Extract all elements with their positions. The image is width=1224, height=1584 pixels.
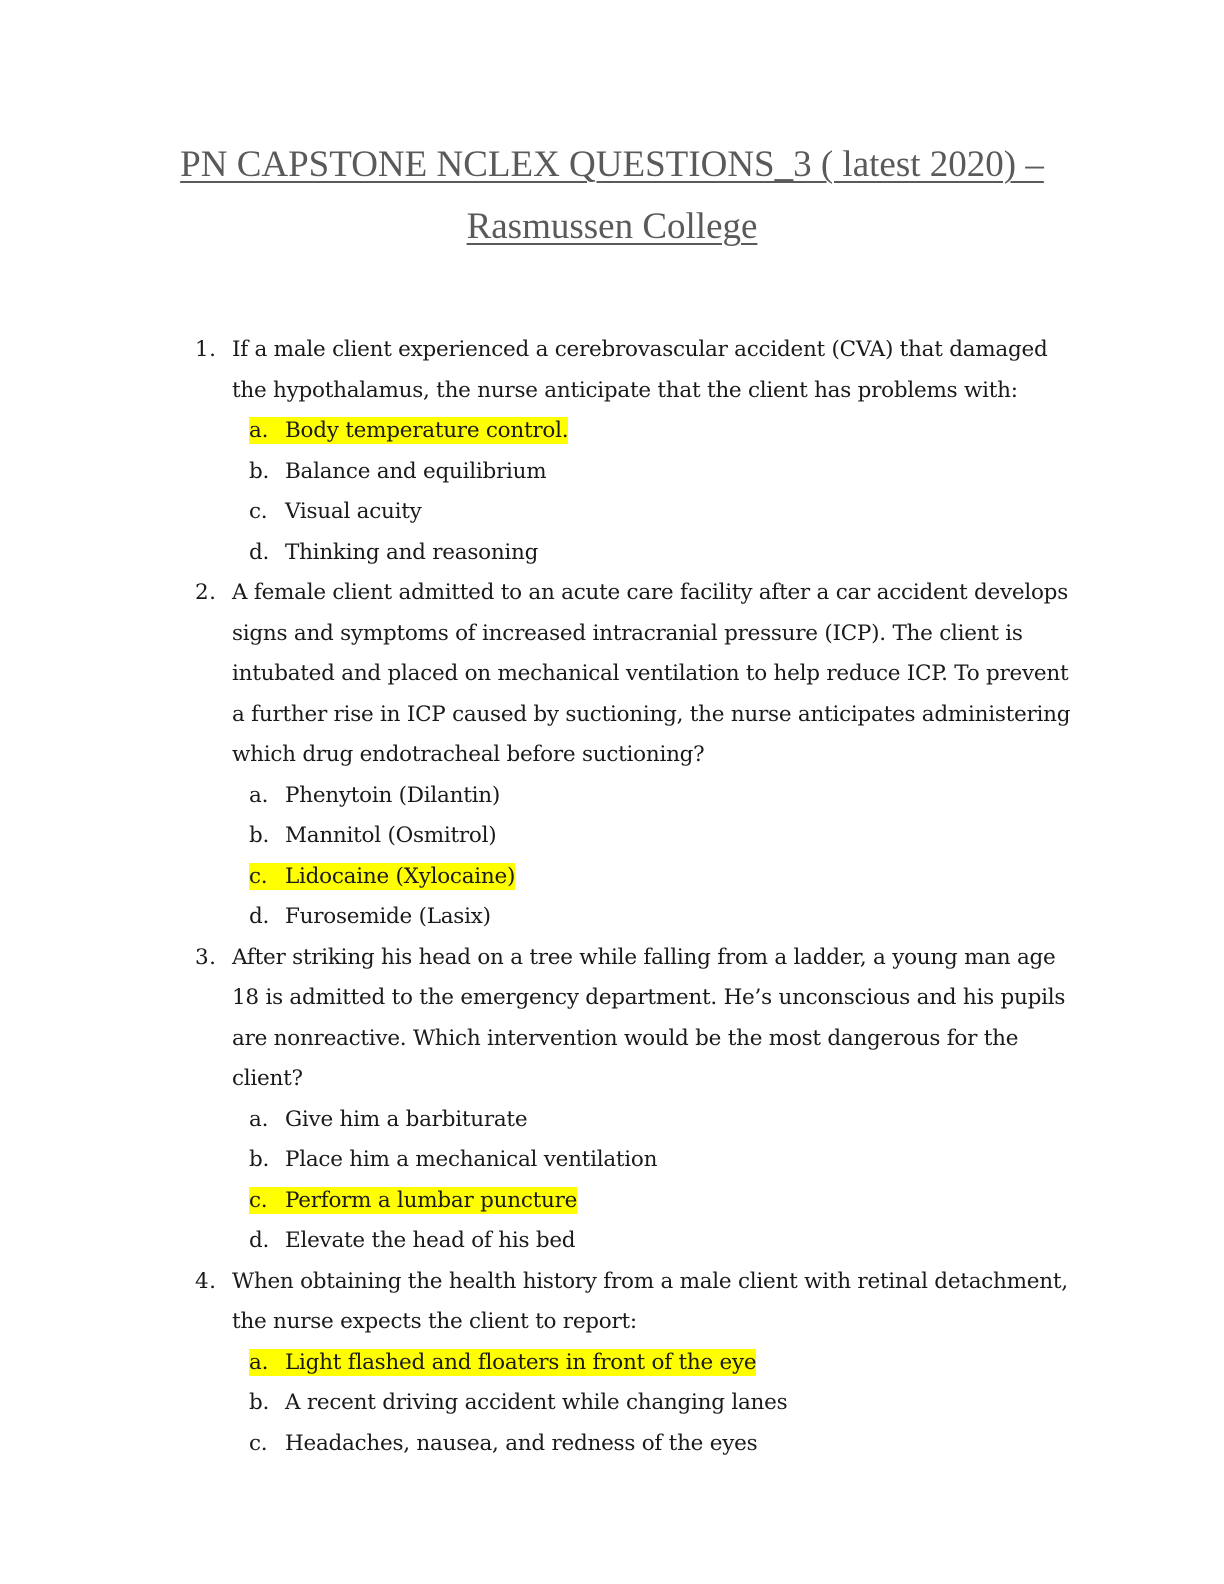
option-letter: a. xyxy=(249,418,269,443)
option-letter: c. xyxy=(249,863,268,889)
option-letter: b. xyxy=(249,823,270,848)
option-mark: d. Furosemide (Lasix) xyxy=(249,897,491,938)
document-title: PN CAPSTONE NCLEX QUESTIONS_3 ( latest 2… xyxy=(0,134,1224,258)
option-text: Give him a barbiturate xyxy=(285,1106,528,1132)
answer-options: a. Light flashed and floaters in front of… xyxy=(0,1343,1224,1465)
question-item: 1. If a male client experienced a cerebro… xyxy=(0,330,1224,573)
option-letter: b. xyxy=(249,1147,270,1172)
answer-option: b. Mannitol (Osmitrol) xyxy=(0,816,1224,857)
option-text: Visual acuity xyxy=(285,499,422,524)
title-line-2: Rasmussen College xyxy=(466,206,758,247)
answer-option: a. Give him a barbiturate xyxy=(0,1100,1224,1141)
answer-option: b. Place him a mechanical ventilation xyxy=(0,1140,1224,1181)
answer-option: d. Elevate the head of his bed xyxy=(0,1221,1224,1262)
question-text: When obtaining the health history from a… xyxy=(232,1268,1068,1335)
option-mark: d. Elevate the head of his bed xyxy=(249,1221,576,1262)
question-text: After striking his head on a tree while … xyxy=(232,944,1066,1092)
option-letter: a. xyxy=(249,1349,269,1375)
option-text: Place him a mechanical ventilation xyxy=(285,1147,658,1172)
option-mark: c. Visual acuity xyxy=(249,492,422,533)
option-mark: a. Give him a barbiturate xyxy=(249,1100,528,1141)
option-text: Headaches, nausea, and redness of the ey… xyxy=(285,1430,758,1456)
option-letter: c. xyxy=(249,1187,268,1213)
answer-option: c. Visual acuity xyxy=(0,492,1224,533)
question-item: 2. A female client admitted to an acute c… xyxy=(0,573,1224,938)
answer-options: a. Phenytoin (Dilantin) b. Mannitol (Osmitr… xyxy=(0,776,1224,938)
option-text: Elevate the head of his bed xyxy=(285,1228,576,1253)
option-text: Mannitol (Osmitrol) xyxy=(285,823,497,848)
option-mark: c. Perform a lumbar puncture xyxy=(249,1186,578,1214)
option-mark: b. Mannitol (Osmitrol) xyxy=(249,816,497,857)
option-mark: a. Phenytoin (Dilantin) xyxy=(249,776,500,817)
option-mark: c. Headaches, nausea, and redness of the … xyxy=(249,1424,758,1465)
answer-option: c. Headaches, nausea, and redness of the … xyxy=(0,1424,1224,1465)
option-text: Lidocaine (Xylocaine) xyxy=(285,863,516,889)
option-text: Perform a lumbar puncture xyxy=(285,1187,578,1213)
option-text: Balance and equilibrium xyxy=(285,458,547,484)
option-text: Thinking and reasoning xyxy=(285,539,539,565)
answer-option: d. Thinking and reasoning xyxy=(0,533,1224,574)
option-mark: a. Light flashed and floaters in front of… xyxy=(249,1348,757,1376)
option-letter: a. xyxy=(249,782,269,808)
question-number: 3. xyxy=(195,944,217,970)
option-text: Body temperature control. xyxy=(285,418,569,443)
question-number: 4. xyxy=(195,1268,217,1294)
option-letter: d. xyxy=(249,539,270,565)
answer-option-highlighted: c. Lidocaine (Xylocaine) xyxy=(0,857,1224,898)
answer-option-highlighted: c. Perform a lumbar puncture xyxy=(0,1181,1224,1222)
answer-option: d. Furosemide (Lasix) xyxy=(0,897,1224,938)
option-text: Light flashed and floaters in front of t… xyxy=(285,1349,757,1375)
option-mark: b. A recent driving accident while changi… xyxy=(249,1383,788,1424)
title-line-1: PN CAPSTONE NCLEX QUESTIONS_3 ( latest 2… xyxy=(180,144,1044,185)
option-mark: c. Lidocaine (Xylocaine) xyxy=(249,862,516,890)
question-text: A female client admitted to an acute car… xyxy=(232,580,1071,767)
answer-option-highlighted: a. Body temperature control. xyxy=(0,411,1224,452)
answer-option: b. Balance and equilibrium xyxy=(0,452,1224,493)
option-text: Phenytoin (Dilantin) xyxy=(285,782,500,808)
option-letter: c. xyxy=(249,1430,268,1456)
option-letter: b. xyxy=(249,1390,270,1415)
answer-option: a. Phenytoin (Dilantin) xyxy=(0,776,1224,817)
option-mark: d. Thinking and reasoning xyxy=(249,533,538,574)
option-letter: a. xyxy=(249,1106,269,1132)
option-mark: b. Balance and equilibrium xyxy=(249,452,547,493)
question-list: 1. If a male client experienced a cerebro… xyxy=(0,330,1224,1464)
option-letter: c. xyxy=(249,499,268,524)
option-text: Furosemide (Lasix) xyxy=(285,904,491,929)
option-letter: b. xyxy=(249,458,270,484)
question-item: 4. When obtaining the health history from… xyxy=(0,1262,1224,1465)
question-item: 3. After striking his head on a tree whil… xyxy=(0,938,1224,1262)
question-number: 1. xyxy=(195,337,217,362)
question-text: If a male client experienced a cerebrova… xyxy=(232,337,1048,403)
answer-option: b. A recent driving accident while changi… xyxy=(0,1383,1224,1424)
question-number: 2. xyxy=(195,580,217,605)
answer-options: a. Body temperature control. b. Balance and… xyxy=(0,411,1224,573)
answer-options: a. Give him a barbiturate b. Place him a me… xyxy=(0,1100,1224,1262)
answer-option-highlighted: a. Light flashed and floaters in front of… xyxy=(0,1343,1224,1384)
option-letter: d. xyxy=(249,1228,270,1253)
option-mark: b. Place him a mechanical ventilation xyxy=(249,1140,657,1181)
option-mark: a. Body temperature control. xyxy=(249,417,569,444)
option-text: A recent driving accident while changing… xyxy=(285,1390,788,1415)
option-letter: d. xyxy=(249,904,270,929)
